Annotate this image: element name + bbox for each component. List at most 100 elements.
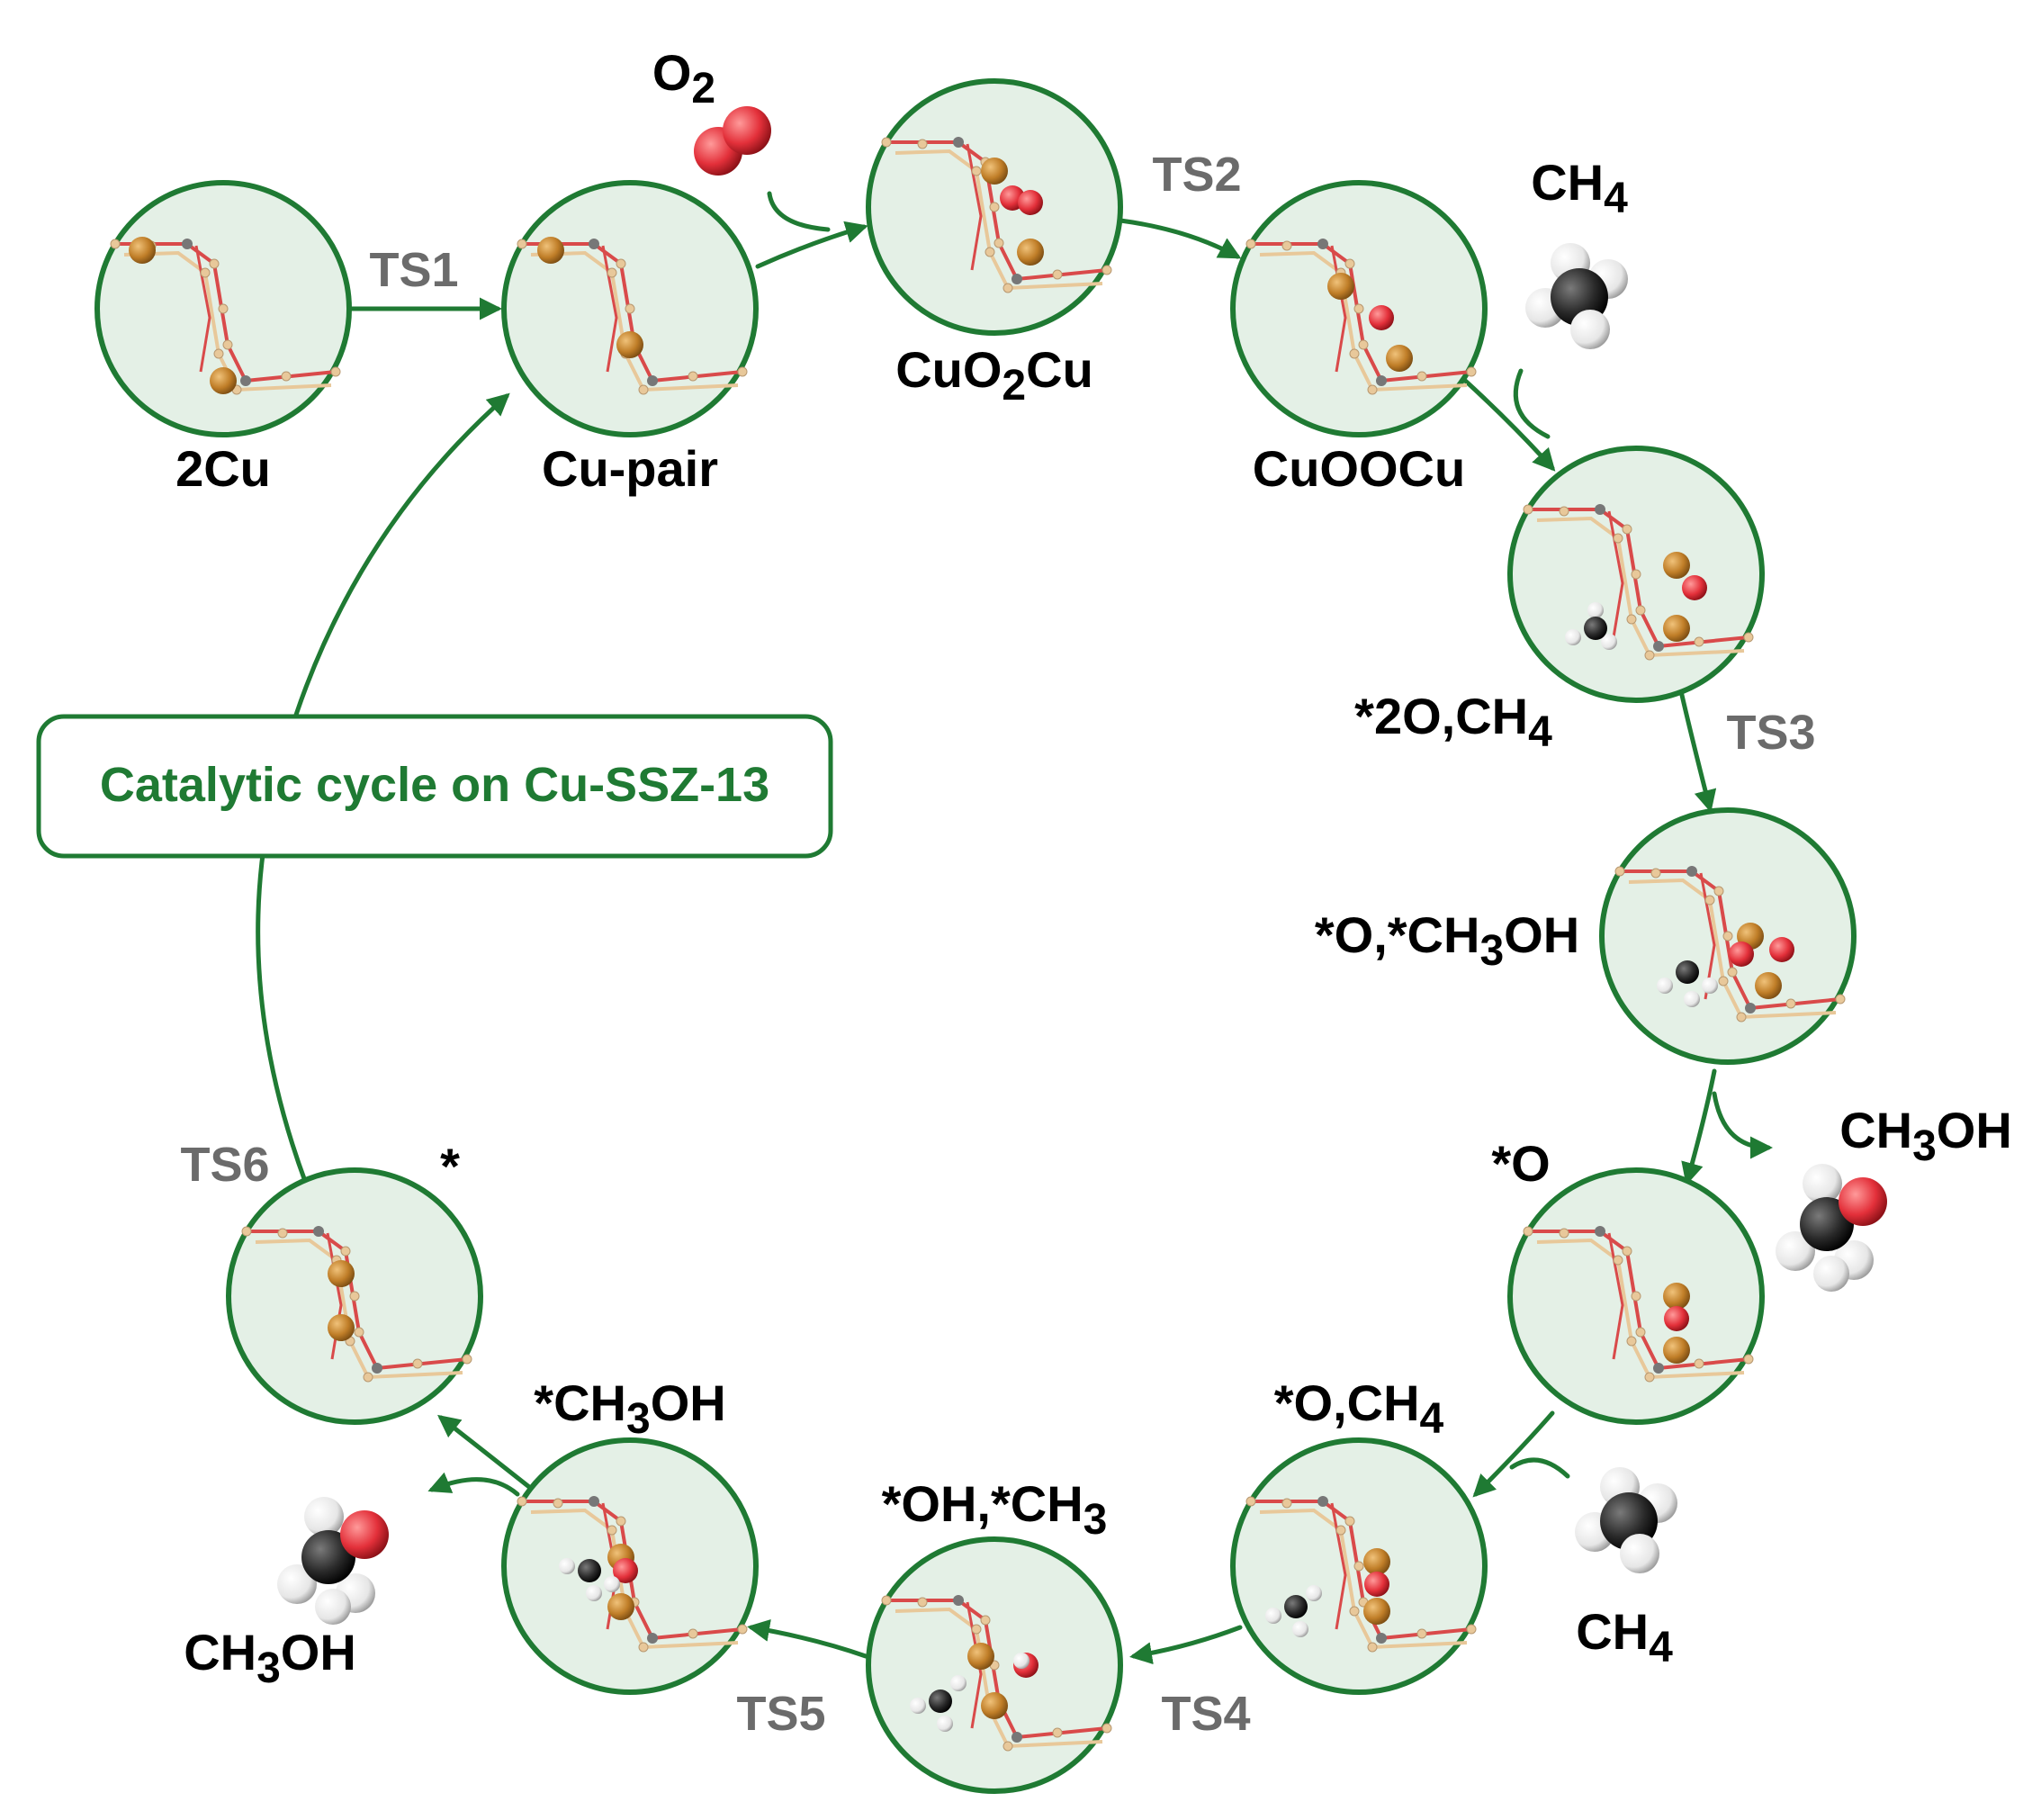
framework-strand (1259, 250, 1468, 392)
ts-label-4: TS4 (1161, 1687, 1250, 1741)
framework-al-atom (1686, 866, 1697, 877)
state-label-o-ch3oh: *O,*CH3OH (1315, 906, 1579, 975)
oxygen-atom (1018, 190, 1043, 215)
framework-atom (1335, 1525, 1346, 1536)
zeolite-framework (1523, 1226, 1754, 1383)
framework-atom (1349, 348, 1360, 359)
molecule-ch4-in-2: CH4 (1575, 1467, 1677, 1671)
framework-atom (1353, 1561, 1364, 1572)
adsorbate (1327, 273, 1413, 372)
arrow-cuoocu-to-2och4 (1460, 375, 1556, 472)
framework-atom (209, 258, 220, 269)
framework-atom (517, 1496, 527, 1507)
framework-atom (994, 238, 1004, 248)
framework-al-atom (647, 1633, 658, 1644)
framework-atom (989, 202, 1000, 212)
framework-atom (1367, 384, 1378, 395)
framework-atom (1650, 868, 1661, 878)
framework-al-atom (240, 375, 251, 386)
hydrogen-atom (304, 1497, 344, 1536)
carbon-atom (1584, 617, 1607, 640)
framework-atom (1743, 632, 1754, 643)
framework-strand (522, 242, 743, 383)
state-label-o: *O (1491, 1135, 1550, 1192)
framework-atom (1727, 967, 1738, 978)
framework-al-atom (1745, 1003, 1756, 1014)
framework-strand (530, 250, 739, 392)
framework-atom (1626, 614, 1637, 625)
framework-atom (1704, 895, 1715, 905)
state-node-o (1507, 1167, 1765, 1425)
zeolite-framework (1523, 504, 1754, 661)
framework-atom (638, 384, 649, 395)
arrow-ch4-hook-1 (1513, 368, 1551, 439)
framework-al-atom (1317, 239, 1328, 249)
state-node-cuo2cu (866, 78, 1123, 336)
framework-atom (1052, 1727, 1063, 1738)
framework-atom (1052, 269, 1063, 280)
framework-al-atom (953, 137, 964, 148)
adsorbate (537, 237, 643, 358)
copper-atom (1755, 972, 1782, 999)
carbon-atom (1676, 960, 1699, 984)
framework-atom (917, 139, 928, 149)
arrow-ch3oh-release-1 (1712, 1091, 1773, 1159)
framework-al-atom (182, 239, 193, 249)
framework-atom (330, 366, 341, 377)
framework-atom (340, 1246, 351, 1257)
arrow-och3oh-to-o (1681, 1068, 1717, 1185)
hydrogen-atom (910, 1698, 926, 1714)
framework-atom (737, 1624, 748, 1635)
framework-atom (616, 258, 626, 269)
oxygen-atom (613, 1558, 638, 1583)
framework-strand (1251, 242, 1472, 383)
molecule-o2: O2 (652, 44, 771, 176)
framework-strand (601, 245, 618, 373)
hydrogen-atom (950, 1675, 967, 1691)
framework-strand (1607, 510, 1624, 638)
hydrogen-atom (559, 1558, 575, 1574)
hydrogen-atom (604, 1576, 620, 1592)
framework-atom (1644, 1372, 1655, 1383)
zeolite-framework (1245, 239, 1477, 395)
framework-atom (607, 267, 617, 278)
framework-al-atom (1653, 1363, 1664, 1374)
copper-atom (1386, 345, 1413, 372)
framework-atom (1718, 976, 1729, 987)
carbon-atom (578, 1559, 601, 1582)
framework-atom (349, 1291, 360, 1302)
adsorbate (1663, 1283, 1690, 1364)
framework-atom (222, 339, 233, 350)
framework-atom (1622, 524, 1632, 535)
framework-strand (1330, 1502, 1347, 1630)
framework-atom (1713, 886, 1724, 896)
oxygen-atom (1369, 305, 1394, 330)
hydrogen-atom (277, 1564, 317, 1604)
framework-atom (218, 303, 229, 314)
framework-atom (1613, 533, 1623, 544)
ts-label-3: TS3 (1726, 706, 1815, 760)
framework-atom (1835, 994, 1846, 1005)
framework-atom (517, 239, 527, 249)
copper-atom (328, 1314, 355, 1341)
framework-strand (1330, 245, 1347, 373)
framework-atom (1635, 1327, 1646, 1338)
framework-atom (881, 137, 892, 148)
framework-strand (1528, 1230, 1749, 1371)
framework-strand (966, 1601, 983, 1729)
zeolite-framework (241, 1226, 472, 1383)
framework-atom (1736, 1012, 1747, 1023)
copper-atom (1327, 273, 1354, 300)
carbon-atom (1284, 1595, 1308, 1618)
framework-atom (1559, 506, 1569, 517)
framework-atom (1101, 265, 1112, 275)
adsorbate (1565, 552, 1707, 650)
ts-label-1: TS1 (369, 243, 458, 297)
copper-atom (981, 158, 1008, 185)
hydrogen-atom (1657, 978, 1673, 994)
zeolite-framework (1245, 1496, 1477, 1653)
framework-atom (985, 247, 995, 257)
framework-al-atom (589, 1496, 599, 1507)
framework-strand (1536, 1238, 1745, 1380)
hydrogen-atom (1265, 1608, 1281, 1624)
